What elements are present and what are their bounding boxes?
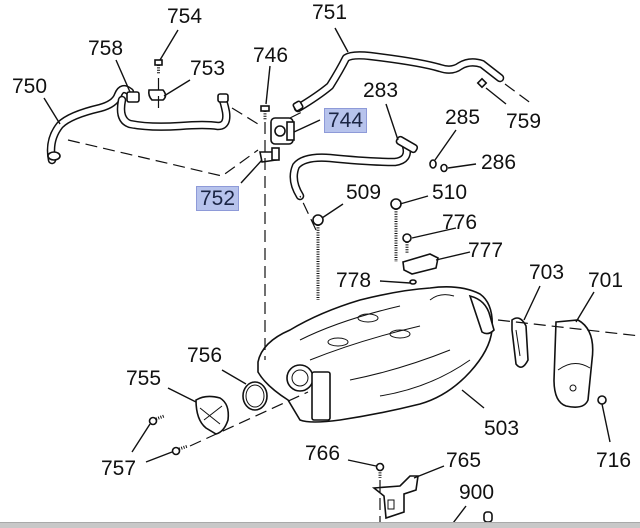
callout-766[interactable]: 766 xyxy=(305,442,341,465)
callout-703[interactable]: 703 xyxy=(529,261,565,284)
part-703-gasket xyxy=(511,317,529,368)
part-900-stud xyxy=(483,511,493,523)
part-hose-loop xyxy=(116,93,231,131)
part-701-throttle-body xyxy=(497,319,640,408)
part-750-hose xyxy=(46,84,135,165)
part-778-seal xyxy=(409,279,417,285)
callout-776[interactable]: 776 xyxy=(442,211,478,234)
callout-285[interactable]: 285 xyxy=(445,106,481,129)
callout-744-highlighted[interactable]: 744 xyxy=(324,108,368,133)
part-776-bolt xyxy=(402,233,412,254)
part-509-bolt xyxy=(312,214,324,300)
callout-716[interactable]: 716 xyxy=(596,449,632,472)
bottom-border xyxy=(0,522,640,528)
callout-754[interactable]: 754 xyxy=(167,5,203,28)
callout-757[interactable]: 757 xyxy=(101,457,137,480)
part-759-clip xyxy=(476,77,533,105)
part-716-nut xyxy=(597,395,607,405)
callout-759[interactable]: 759 xyxy=(506,110,542,133)
callout-752-highlighted[interactable]: 752 xyxy=(196,186,240,211)
callout-510[interactable]: 510 xyxy=(432,181,468,204)
part-777-sensor xyxy=(402,253,439,275)
callout-750[interactable]: 750 xyxy=(12,75,48,98)
leader-lines xyxy=(43,27,611,527)
callout-751[interactable]: 751 xyxy=(312,1,348,24)
part-754-bolt xyxy=(154,59,163,112)
part-283-hose xyxy=(289,135,419,201)
callout-286[interactable]: 286 xyxy=(481,151,517,174)
callout-753[interactable]: 753 xyxy=(190,57,226,80)
part-765-bracket xyxy=(371,475,419,520)
callout-900[interactable]: 900 xyxy=(459,481,495,504)
part-503-intake-manifold xyxy=(257,286,495,423)
part-751-hose xyxy=(292,51,505,113)
part-755-cover xyxy=(195,395,230,435)
callout-503[interactable]: 503 xyxy=(484,417,520,440)
part-510-bolt xyxy=(390,198,402,262)
part-752-bracket xyxy=(259,147,280,163)
callout-756[interactable]: 756 xyxy=(187,344,223,367)
part-753-bracket xyxy=(148,89,167,101)
callout-778[interactable]: 778 xyxy=(336,269,372,292)
part-757-bolts xyxy=(148,414,189,456)
callout-758[interactable]: 758 xyxy=(88,37,124,60)
callout-509[interactable]: 509 xyxy=(346,181,382,204)
part-744-valve xyxy=(270,117,295,145)
callout-777[interactable]: 777 xyxy=(468,239,504,262)
part-766-bolt xyxy=(375,462,385,478)
part-285-washer xyxy=(429,159,437,169)
callout-765[interactable]: 765 xyxy=(446,449,482,472)
part-756-o-ring xyxy=(242,381,268,411)
part-758-clamp xyxy=(126,91,140,103)
callout-755[interactable]: 755 xyxy=(126,367,162,390)
part-286-washer xyxy=(440,163,448,173)
callout-283[interactable]: 283 xyxy=(363,79,399,102)
callout-701[interactable]: 701 xyxy=(588,269,624,292)
assembly-dashed-lines xyxy=(67,107,381,522)
part-746-bolt xyxy=(260,105,270,120)
callout-746[interactable]: 746 xyxy=(253,44,289,67)
